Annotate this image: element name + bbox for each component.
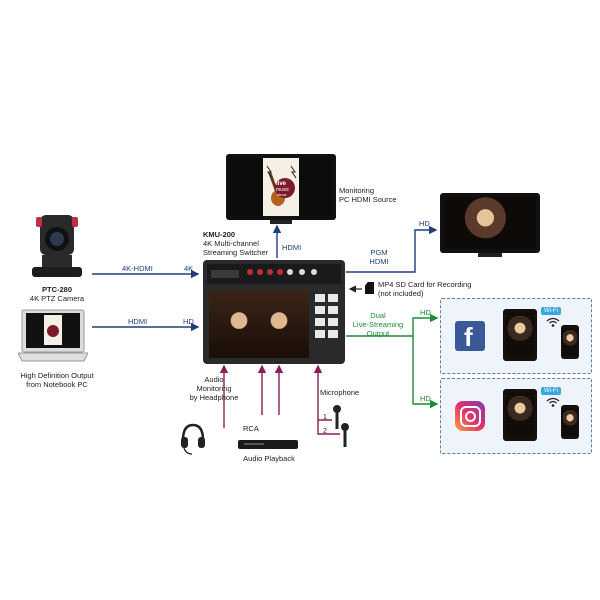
switcher-touchscreen bbox=[209, 290, 309, 358]
pgm-monitor-stand bbox=[478, 253, 502, 257]
instagram-phone bbox=[561, 405, 579, 439]
notebook-label-1: High Definition Output bbox=[20, 371, 94, 380]
stream-hd-bottom-label: HD bbox=[420, 394, 431, 403]
facebook-icon: f bbox=[455, 321, 485, 352]
guitar-icon bbox=[266, 165, 297, 206]
notebook-link-right-label: HD bbox=[183, 317, 194, 326]
facebook-tablet bbox=[503, 309, 537, 361]
audio-monitor-label-1: Audio bbox=[204, 375, 224, 384]
notebook-pc-icon bbox=[18, 309, 88, 367]
camera-link-left-label: 4K-HDMI bbox=[122, 264, 153, 273]
microphone-1-icon bbox=[332, 404, 342, 430]
pgm-link-line bbox=[346, 225, 438, 273]
instagram-wifi-badge: Wi-Fi bbox=[541, 387, 561, 395]
notebook-label-2: from Notebook PC bbox=[26, 380, 88, 389]
mic-1-label: 1 bbox=[323, 414, 327, 421]
ptz-camera-icon bbox=[26, 211, 88, 281]
monitor-link-label: HDMI bbox=[282, 243, 302, 252]
notebook-link-left-label: HDMI bbox=[128, 317, 148, 326]
sd-card-icon bbox=[365, 282, 374, 294]
camera-model: PTC-280 bbox=[41, 285, 72, 294]
monitoring-label-2: PC HDMI Source bbox=[339, 195, 397, 204]
audio-playback-label: Audio Playback bbox=[243, 454, 295, 463]
stream-link-bottom bbox=[412, 336, 439, 409]
pgm-label: PGM bbox=[370, 248, 388, 257]
instagram-stream-panel: Wi-Fi bbox=[440, 378, 592, 454]
facebook-wifi-icon bbox=[545, 317, 561, 327]
monitoring-monitor: live music show bbox=[226, 154, 336, 220]
microphone-2-icon bbox=[340, 422, 350, 448]
dual-label-1: Dual bbox=[370, 311, 386, 320]
pgm-monitor bbox=[440, 193, 540, 253]
switcher-desc-1: 4K Multi-channel bbox=[203, 239, 259, 248]
poster-word-music: music bbox=[276, 187, 290, 193]
pgm-hd-label: HD bbox=[419, 219, 430, 228]
switcher-button-row bbox=[207, 264, 341, 284]
monitoring-label-1: Monitoring bbox=[339, 186, 375, 195]
facebook-phone bbox=[561, 325, 579, 359]
poster-word-show: show bbox=[277, 192, 287, 197]
dual-label-2: Live-Streaming bbox=[352, 320, 404, 329]
instagram-wifi-icon bbox=[545, 397, 561, 407]
switcher-model: KMU-200 bbox=[203, 230, 236, 239]
audio-monitor-label-3: by Headphone bbox=[189, 393, 239, 402]
facebook-wifi-badge: Wi-Fi bbox=[541, 307, 561, 315]
stream-link-top bbox=[346, 313, 439, 337]
dual-label-3: Output bbox=[366, 329, 390, 338]
kmu-200-switcher bbox=[203, 260, 345, 364]
switcher-keypad bbox=[315, 294, 339, 354]
live-music-poster: live music show bbox=[263, 158, 299, 216]
audio-monitor-label-2: Monitoring bbox=[196, 384, 232, 393]
camera-link-right-label: 4K bbox=[184, 264, 194, 273]
facebook-stream-panel: f Wi-Fi bbox=[440, 298, 592, 374]
mic-2-label: 2 bbox=[323, 428, 327, 435]
switcher-desc-2: Streaming Switcher bbox=[203, 248, 269, 257]
stream-hd-top-label: HD bbox=[420, 308, 431, 317]
rca-label: RCA bbox=[243, 424, 259, 433]
sd-card-label-1: MP4 SD Card for Recording bbox=[378, 280, 472, 289]
pgm-hdmi-label: HDMI bbox=[369, 257, 389, 266]
camera-desc: 4K PTZ Camera bbox=[29, 294, 85, 303]
audio-player-icon bbox=[238, 440, 298, 449]
monitor-stand bbox=[270, 220, 292, 224]
microphone-label: Microphone bbox=[320, 388, 360, 397]
poster-word-live: live bbox=[276, 181, 287, 187]
instagram-icon bbox=[455, 401, 485, 431]
headphone-icon bbox=[180, 422, 206, 456]
sd-card-label-2: (not included) bbox=[378, 289, 424, 298]
mic2-link-line bbox=[317, 420, 340, 435]
instagram-tablet bbox=[503, 389, 537, 441]
